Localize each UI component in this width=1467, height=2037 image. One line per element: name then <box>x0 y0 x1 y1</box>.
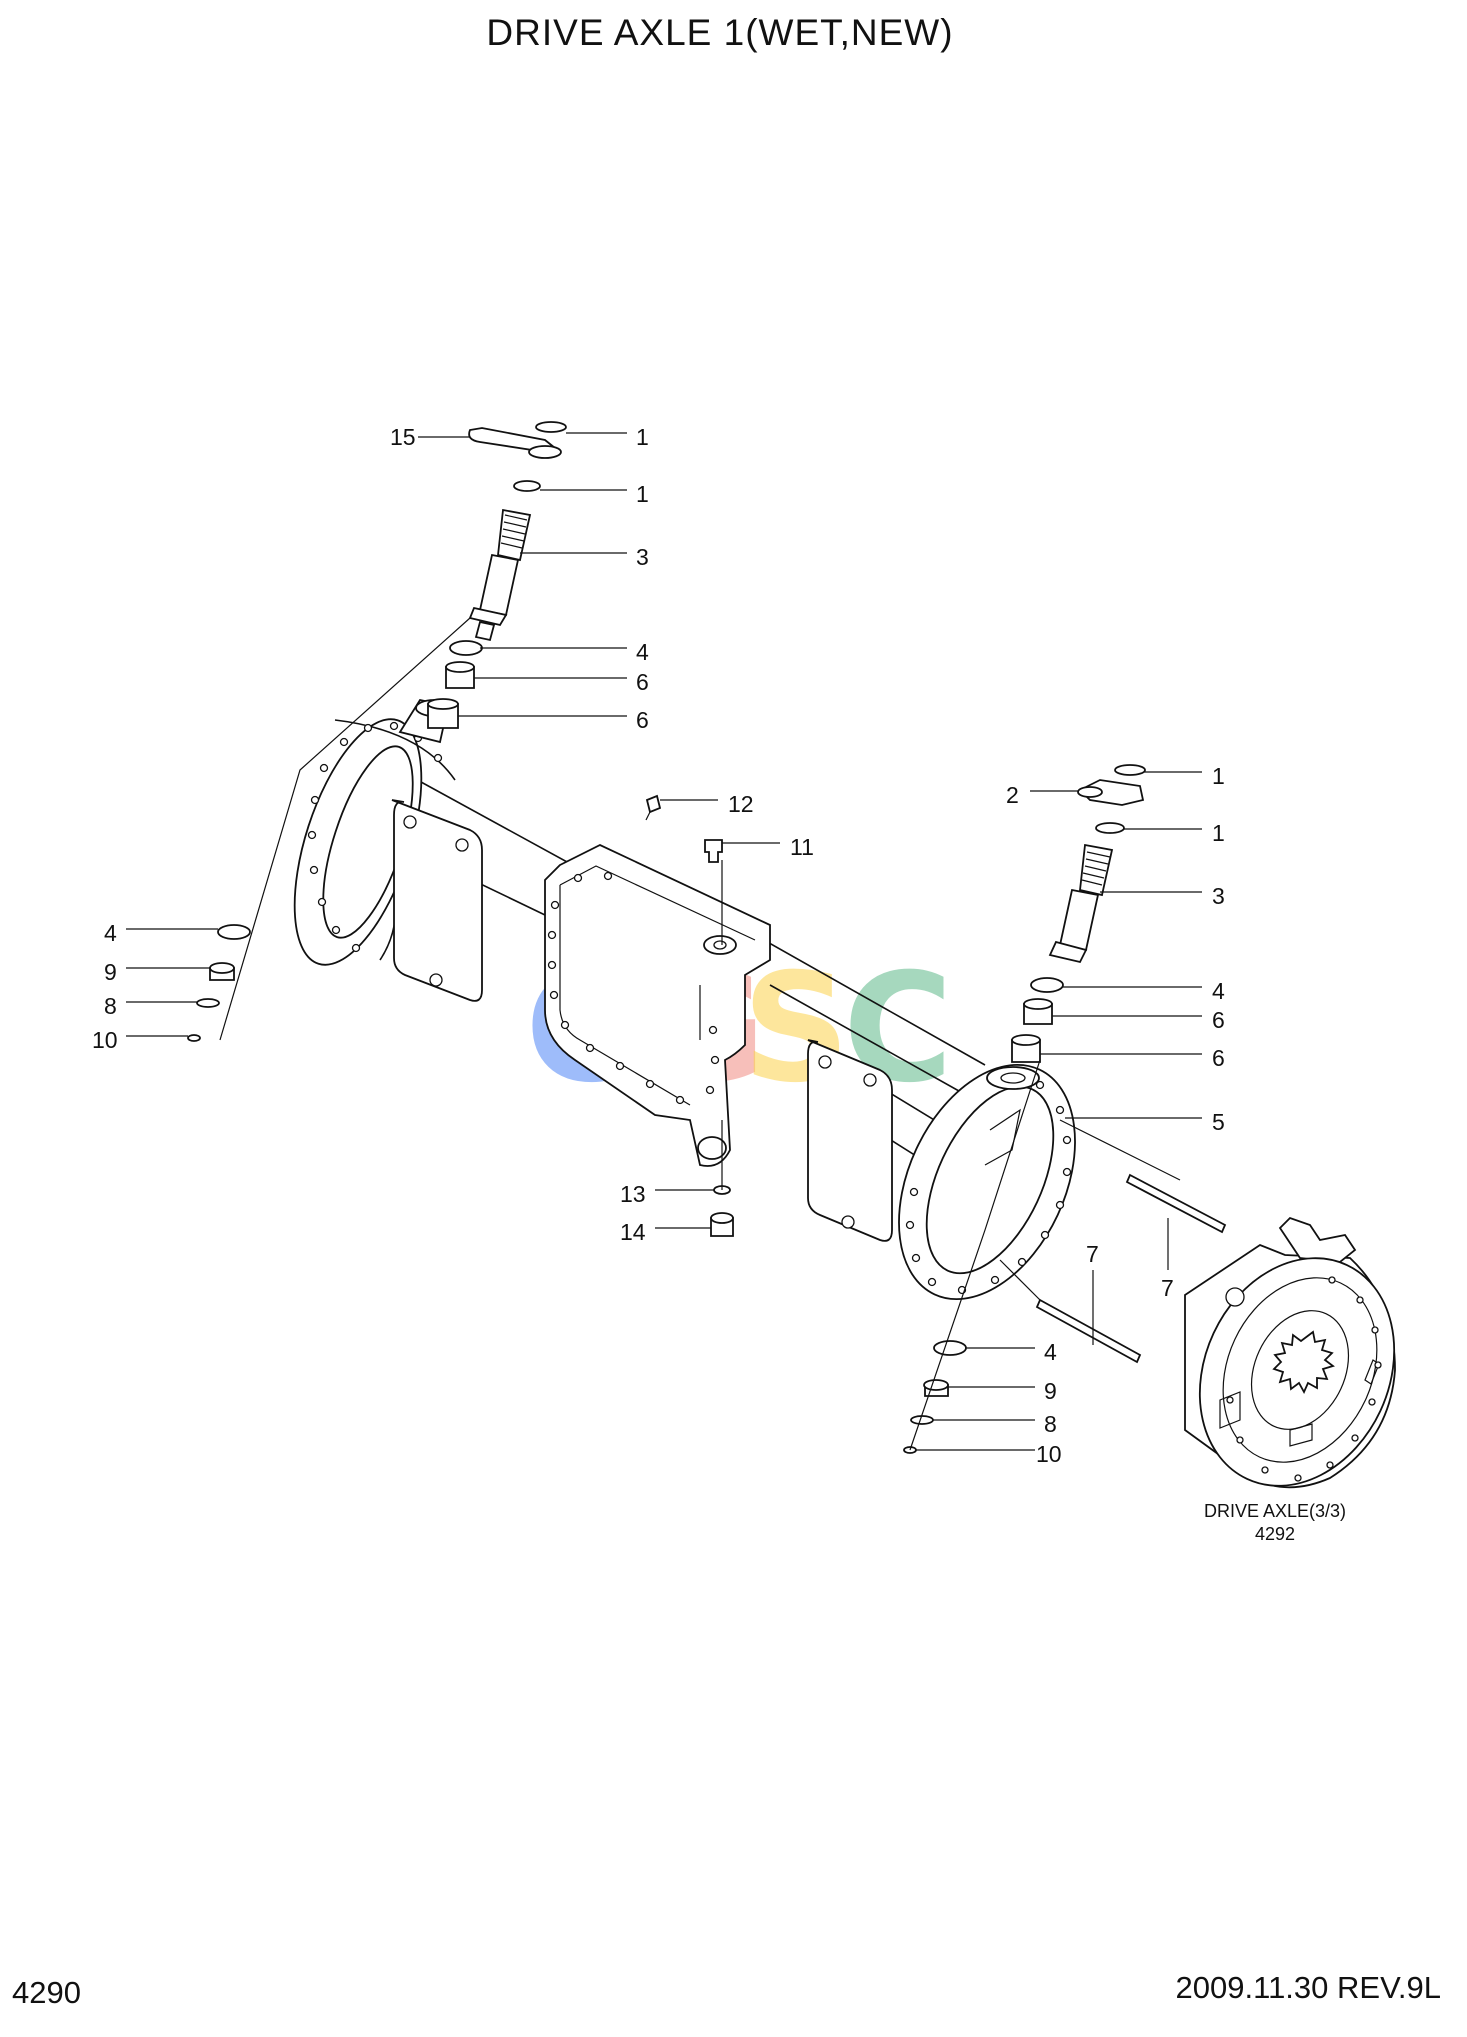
right-cover-plate <box>807 1039 893 1242</box>
stud-pins-part-7 <box>1035 1173 1227 1364</box>
bearing-part-4-lower-left <box>217 924 251 940</box>
ring-part-10-left <box>187 1034 201 1042</box>
spline-hub <box>1272 1330 1335 1395</box>
page-title: DRIVE AXLE 1(WET,NEW) <box>486 12 954 53</box>
callout-1-b: 1 <box>636 481 649 507</box>
callout-6-d: 6 <box>1212 1045 1225 1071</box>
callout-9-b: 9 <box>1044 1378 1057 1404</box>
leader-lines <box>126 432 1202 1451</box>
left-cover-plate <box>391 799 483 1002</box>
drain-boss <box>697 1136 727 1160</box>
right-kingpin-stack <box>1011 764 1146 1063</box>
plug-part-11 <box>704 839 723 863</box>
callout-11: 11 <box>790 834 814 860</box>
callout-6-c: 6 <box>1212 1007 1225 1033</box>
page-number: 4290 <box>12 1975 81 2010</box>
left-lower-kingpin-stack <box>187 924 251 1042</box>
callout-8-a: 8 <box>104 993 117 1019</box>
spacer-part-9-right <box>923 1379 949 1391</box>
brake-housing <box>1184 1216 1396 1489</box>
callout-7-b: 7 <box>1161 1275 1174 1301</box>
callout-8-b: 8 <box>1044 1411 1057 1437</box>
callout-6-b: 6 <box>636 707 649 733</box>
ring-part-1-upper <box>535 421 567 433</box>
bearing-part-4-upper-right <box>1030 977 1064 993</box>
bearing-part-4-upper-left <box>449 640 483 656</box>
callout-4-b: 4 <box>104 920 117 946</box>
shim-part-8-left <box>196 998 220 1008</box>
spacer-part-9-left <box>209 962 235 974</box>
reference-page: 4292 <box>1255 1524 1295 1544</box>
shim-part-8-right <box>910 1415 934 1425</box>
ring-part-1-lower <box>513 480 541 492</box>
steering-arm-part-2 <box>1078 779 1145 806</box>
cross-reference: DRIVE AXLE(3/3) 4292 <box>1204 1501 1346 1544</box>
reference-label: DRIVE AXLE(3/3) <box>1204 1501 1346 1521</box>
callout-9-a: 9 <box>104 959 117 985</box>
right-lower-kingpin-stack <box>903 1340 967 1454</box>
bolt-part-12 <box>645 794 662 814</box>
ring-part-1-upper-right <box>1114 764 1146 776</box>
callout-12: 12 <box>728 791 754 817</box>
callout-3-b: 3 <box>1212 883 1225 909</box>
callout-7-a: 7 <box>1086 1241 1099 1267</box>
callout-4-a: 4 <box>636 639 649 665</box>
callout-10-a: 10 <box>92 1027 118 1053</box>
callout-1-a: 1 <box>636 424 649 450</box>
callout-4-d: 4 <box>1044 1339 1057 1365</box>
callout-15: 15 <box>390 424 416 450</box>
callout-3-a: 3 <box>636 544 649 570</box>
center-housing-bolt-holes <box>547 871 720 1105</box>
center-housing <box>544 843 771 1167</box>
callout-4-c: 4 <box>1212 978 1225 1004</box>
kingpin-part-3-right <box>1058 888 1100 952</box>
callout-1-c: 1 <box>1212 763 1225 789</box>
axle-housing <box>293 698 1076 1301</box>
kingpin-part-3-left <box>478 553 520 617</box>
bearing-part-4-lower-right <box>933 1340 967 1356</box>
brake-housing-bolt-holes <box>1226 1276 1382 1482</box>
callout-1-d: 1 <box>1212 820 1225 846</box>
callout-14: 14 <box>620 1219 646 1245</box>
callout-6-a: 6 <box>636 669 649 695</box>
callout-labels: 15 1 1 3 4 6 6 12 11 4 9 8 10 1 2 1 3 4 … <box>92 424 1225 1467</box>
revision-date: 2009.11.30 REV.9L <box>1175 1970 1441 2005</box>
callout-13: 13 <box>620 1181 646 1207</box>
ring-part-1-lower-right <box>1095 822 1125 834</box>
callout-5: 5 <box>1212 1109 1225 1135</box>
callout-2: 2 <box>1006 782 1019 808</box>
left-kingpin-stack <box>427 421 567 729</box>
callout-10-b: 10 <box>1036 1441 1062 1467</box>
center-small-parts <box>645 794 734 1237</box>
assembly-axis-lines <box>219 617 1181 1451</box>
